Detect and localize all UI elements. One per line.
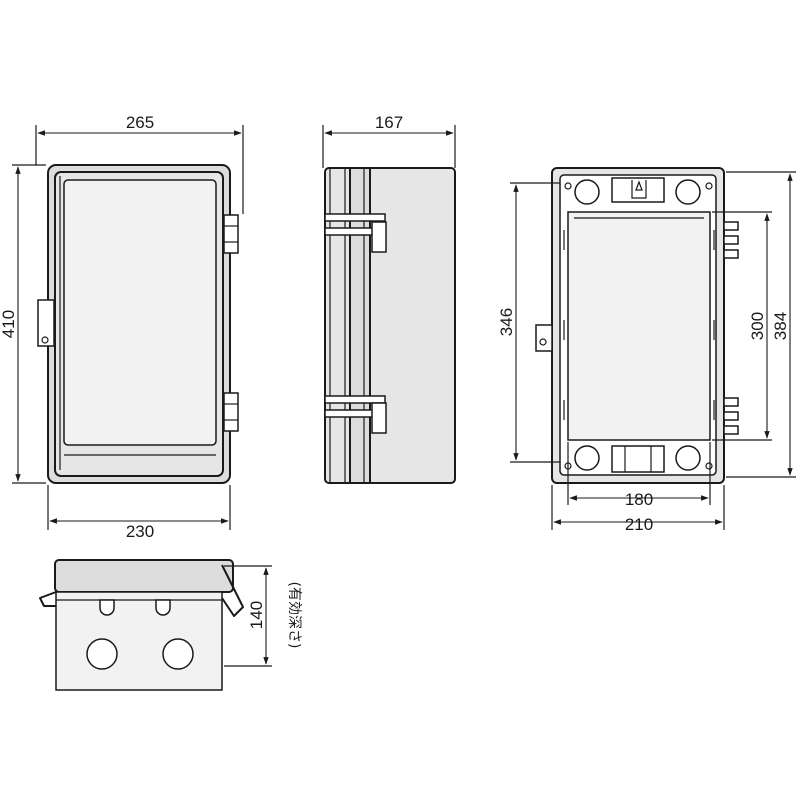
side-view: 167 [322, 113, 456, 484]
front-view: 265 410 230 [0, 113, 244, 541]
dim-label-180: 180 [625, 490, 653, 509]
bottom-body [55, 591, 223, 691]
bottom-hinge-lip [221, 564, 244, 617]
dim-label-210: 210 [625, 515, 653, 534]
mount-hole-bottom-right [675, 445, 701, 471]
back-view: 346 300 384 180 210 [497, 167, 796, 534]
upper-hinge [223, 214, 239, 254]
bottom-lid [54, 559, 234, 593]
dim-label-346: 346 [497, 308, 516, 336]
side-door-edge [349, 167, 371, 484]
side-upper-hinge [324, 213, 387, 253]
mount-hole-top-left [574, 179, 600, 205]
dim-label-230: 230 [126, 522, 154, 541]
mount-hole-bottom-left [574, 445, 600, 471]
latch [37, 299, 55, 347]
slot-knockout-left [99, 599, 115, 616]
dim-label-167: 167 [375, 113, 403, 132]
slot-knockout-right [155, 599, 171, 616]
dim-label-140: 140 [247, 601, 266, 629]
round-knockout-left [86, 638, 118, 670]
back-latch [535, 324, 553, 352]
front-window-panel [63, 179, 217, 446]
dim-label-300: 300 [748, 312, 767, 340]
dim-label-410: 410 [0, 310, 18, 338]
dim-label-265: 265 [126, 113, 154, 132]
side-lower-hinge [324, 395, 387, 434]
back-lower-hinge [723, 397, 739, 435]
back-upper-hinge [723, 221, 739, 259]
dim-label-384: 384 [771, 312, 790, 340]
round-knockout-right [162, 638, 194, 670]
bottom-view: 140 (有効深さ) [39, 559, 302, 691]
dim-note-effective-depth: (有効深さ) [286, 582, 302, 649]
back-mount-plate [567, 211, 711, 441]
lower-hinge [223, 392, 239, 432]
mount-hole-top-right [675, 179, 701, 205]
